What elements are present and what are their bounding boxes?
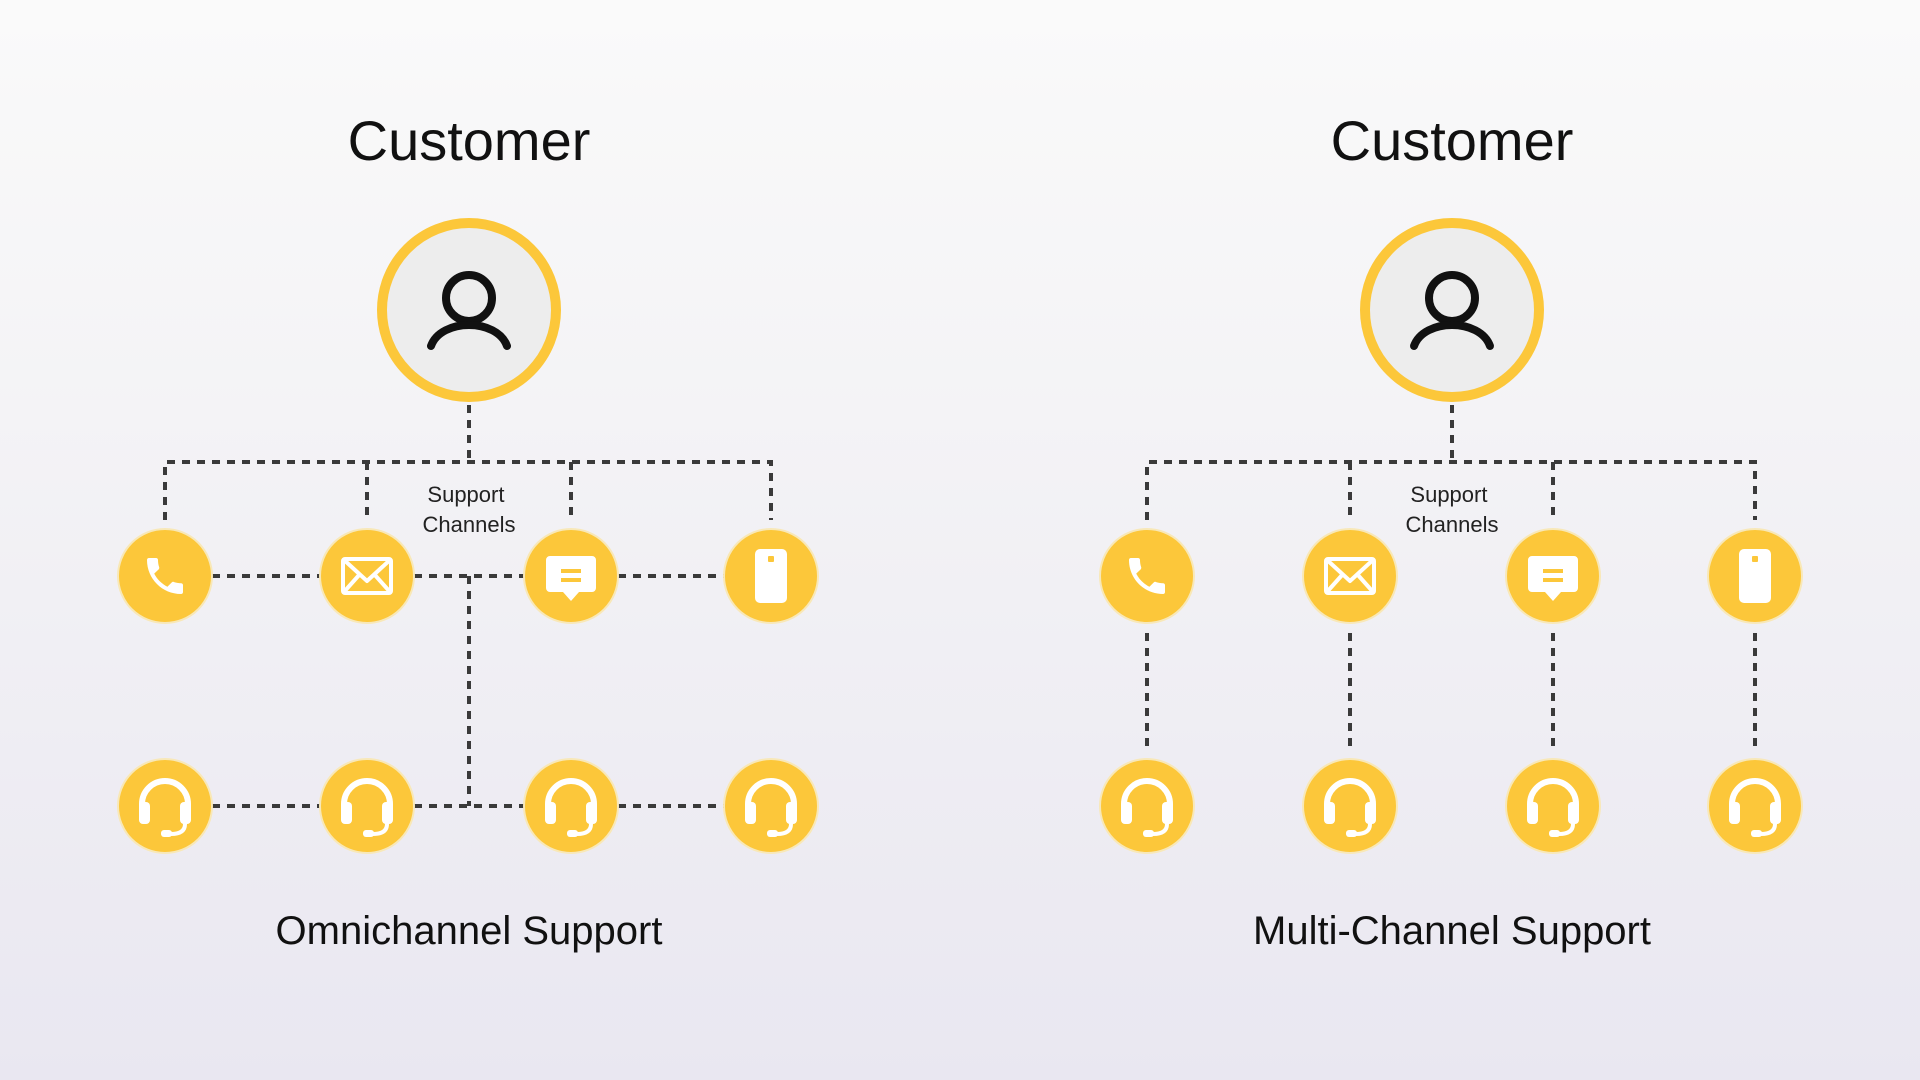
agent-4	[723, 758, 819, 854]
channel-email	[1302, 528, 1398, 624]
channel-phone	[1099, 528, 1195, 624]
connectors	[163, 405, 773, 808]
user-icon	[1410, 271, 1494, 350]
channel-email	[319, 528, 415, 624]
agent-3	[523, 758, 619, 854]
support-channels-label: Support Channels	[423, 482, 516, 537]
headset-icon	[139, 778, 191, 837]
agent-4	[1707, 758, 1803, 854]
headset-icon	[1324, 778, 1376, 837]
agent-2	[1302, 758, 1398, 854]
headset-icon	[1121, 778, 1173, 837]
headset-icon	[745, 778, 797, 837]
support-channels-label: Support Channels	[1406, 482, 1499, 537]
mobile-icon	[755, 549, 787, 603]
channel-mobile	[1707, 528, 1803, 624]
mobile-icon	[1739, 549, 1771, 603]
channel-bus-connector	[163, 460, 773, 520]
channel-mobile	[723, 528, 819, 624]
customer-title: Customer	[348, 109, 591, 172]
headset-icon	[1729, 778, 1781, 837]
diagram-caption: Multi-Channel Support	[1253, 909, 1651, 953]
user-icon	[427, 271, 511, 350]
customer-avatar	[1360, 218, 1544, 402]
connectors	[1145, 405, 1757, 750]
agent-1	[1099, 758, 1195, 854]
phone-icon	[1129, 558, 1165, 594]
channel-bus-connector	[1145, 460, 1757, 520]
customer-title: Customer	[1331, 109, 1574, 172]
headset-icon	[1527, 778, 1579, 837]
chat-icon	[546, 556, 596, 601]
headset-icon	[341, 778, 393, 837]
channel-chat	[523, 528, 619, 624]
agent-3	[1505, 758, 1601, 854]
dedicated-agent-connectors	[1145, 633, 1757, 750]
chat-icon	[1528, 556, 1578, 601]
phone-icon	[147, 558, 183, 594]
multichannel-diagram: Customer Support Channels	[1099, 109, 1803, 953]
channel-phone	[117, 528, 213, 624]
agent-2	[319, 758, 415, 854]
headset-icon	[545, 778, 597, 837]
customer-avatar	[377, 218, 561, 402]
channel-chat	[1505, 528, 1601, 624]
mail-icon	[1324, 557, 1376, 595]
omnichannel-diagram: Customer Support Channels	[117, 109, 819, 953]
diagram-caption: Omnichannel Support	[276, 909, 663, 953]
mail-icon	[341, 557, 393, 595]
agent-1	[117, 758, 213, 854]
